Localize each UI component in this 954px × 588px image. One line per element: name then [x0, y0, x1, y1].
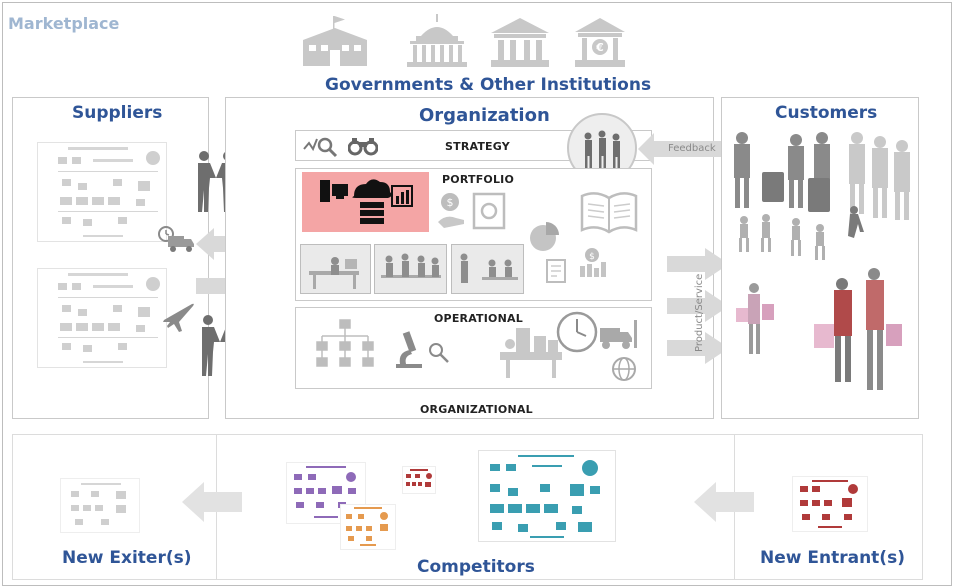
- competitor-diagram-red: [402, 466, 436, 494]
- delivery-truck-icon: [158, 226, 194, 252]
- operational-label: OPERATIONAL: [434, 312, 523, 325]
- bank-building-icon: [491, 18, 549, 67]
- money-safe-icon: $: [438, 192, 506, 230]
- svg-text:€: €: [595, 41, 604, 54]
- organization-title: Organization: [419, 105, 550, 126]
- org-chart-icon: [316, 319, 374, 367]
- office-photo-3: [451, 244, 524, 294]
- revenue-chart-icon: $: [580, 248, 606, 277]
- forklift-truck-icon: [600, 320, 637, 349]
- product-service-label: Product/Service: [694, 273, 705, 352]
- svg-text:$: $: [589, 252, 595, 262]
- it-systems-icon: [320, 179, 413, 224]
- customers-crowd: [734, 132, 910, 390]
- portfolio-label: PORTFOLIO: [442, 173, 515, 186]
- airplane-icon: [163, 303, 194, 332]
- strategy-label: STRATEGY: [445, 140, 510, 153]
- analytics-magnifier-icon: [303, 137, 338, 158]
- entry-arrow: [694, 482, 754, 522]
- product-service-arrows: [667, 248, 729, 364]
- competitors-title: Competitors: [417, 557, 535, 577]
- exit-arrow: [182, 482, 242, 522]
- pie-chart-icon: [530, 222, 559, 251]
- suppliers-title: Suppliers: [72, 103, 163, 123]
- school-building-icon: [303, 16, 367, 66]
- globe-icon: [612, 357, 636, 381]
- marketplace-label: Marketplace: [8, 14, 120, 33]
- binoculars-icon: [348, 138, 378, 156]
- new-entrants-title: New Entrant(s): [760, 548, 905, 568]
- operational-band: [295, 307, 652, 389]
- feedback-arrow: [638, 133, 724, 165]
- competitor-diagram-orange: [340, 504, 396, 550]
- customers-title: Customers: [775, 103, 878, 123]
- svg-text:$: $: [447, 196, 454, 209]
- supplier-diagram-2: [37, 268, 167, 368]
- governments-title: Governments & Other Institutions: [325, 75, 652, 95]
- exiter-diagram: [60, 478, 140, 533]
- microscope-icon: [396, 331, 422, 368]
- open-book-icon: [580, 192, 638, 234]
- entrant-diagram: [792, 476, 868, 532]
- government-icons: €: [303, 14, 625, 67]
- competitor-diagram-teal: [478, 450, 616, 542]
- report-document-icon: [546, 259, 566, 283]
- office-photo-1: [300, 244, 371, 294]
- supplier-diagram-1: [37, 142, 167, 242]
- office-photo-2: [374, 244, 447, 294]
- clock-icon: [556, 311, 598, 353]
- organizational-label: ORGANIZATIONAL: [420, 403, 533, 416]
- capitol-building-icon: [407, 14, 467, 67]
- production-line-icon: [500, 328, 562, 378]
- new-exiters-title: New Exiter(s): [62, 548, 192, 568]
- feedback-label: Feedback: [668, 143, 716, 154]
- euro-bank-icon: [575, 18, 625, 67]
- search-icon: [429, 343, 449, 363]
